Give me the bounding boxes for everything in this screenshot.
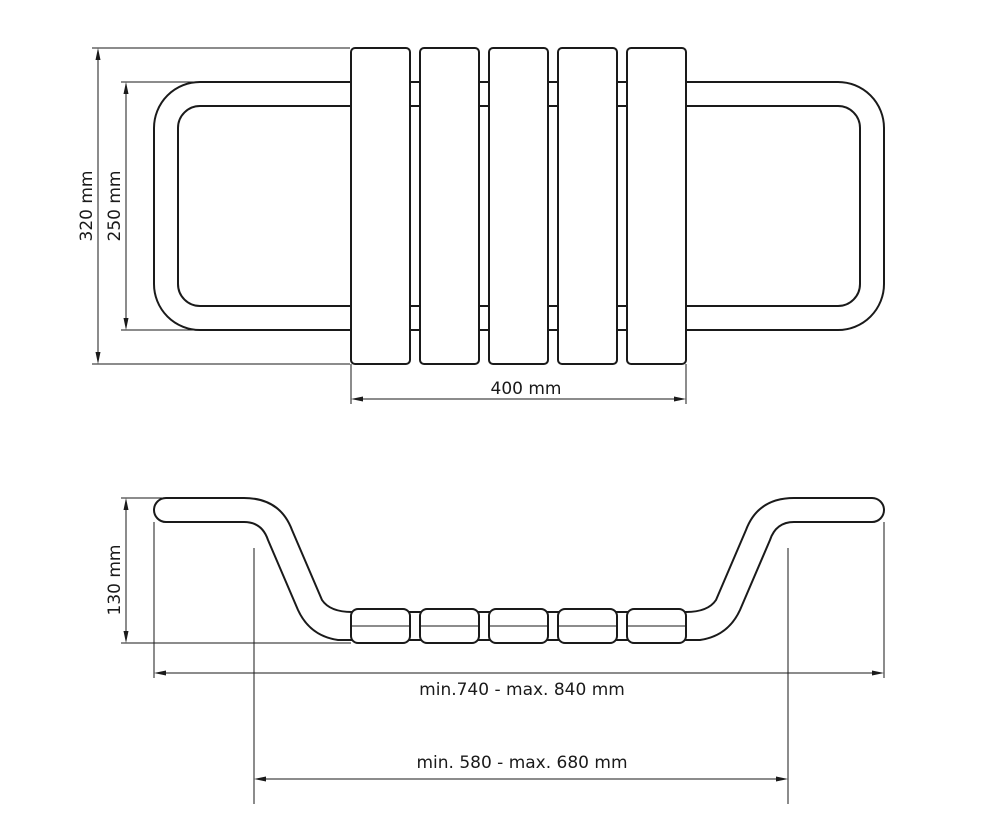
slat: [626, 47, 687, 365]
height-outer-label: 320 mm: [77, 171, 97, 242]
dimension-height-outer: 320 mm: [77, 47, 350, 365]
slat: [488, 47, 549, 365]
dimension-width-outer: min.740 - max. 840 mm: [153, 522, 885, 700]
dimension-width-seat: 400 mm: [350, 364, 687, 404]
slat: [419, 47, 480, 365]
frame-side-profile: [153, 497, 885, 641]
side-view: 130 mm min.740 - max. 840 mm min. 580 - …: [105, 497, 885, 804]
width-outer-label: min.740 - max. 840 mm: [419, 680, 625, 700]
top-view: 320 mm 250 mm 400 mm: [77, 47, 885, 404]
height-inner-label: 250 mm: [105, 171, 125, 242]
frame-inner-loop: [177, 105, 861, 307]
slats-top: [350, 47, 687, 365]
slats-side: [350, 608, 687, 644]
frame-outer-loop: [153, 81, 885, 331]
slat: [557, 47, 618, 365]
dimension-height-inner: 250 mm: [105, 81, 200, 331]
depth-label: 130 mm: [105, 545, 125, 616]
width-inner-label: min. 580 - max. 680 mm: [416, 753, 627, 773]
width-seat-label: 400 mm: [491, 379, 562, 399]
slat: [350, 47, 411, 365]
dimension-depth: 130 mm: [105, 497, 351, 644]
dimension-width-inner: min. 580 - max. 680 mm: [253, 548, 789, 804]
